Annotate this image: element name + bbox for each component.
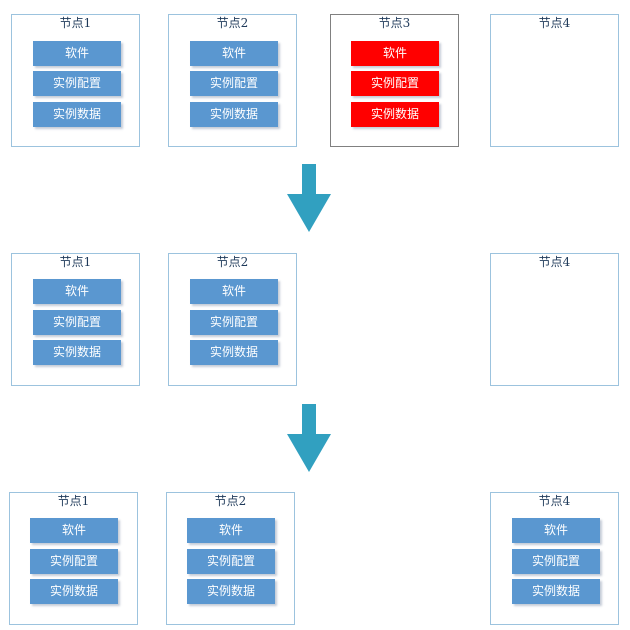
instance-config-block: 实例配置 [33, 310, 121, 335]
instance-config-block: 实例配置 [30, 549, 118, 574]
node-title: 节点1 [57, 494, 90, 508]
software-block-failed: 软件 [351, 41, 439, 66]
instance-data-block: 实例数据 [33, 340, 121, 365]
stage1-node2: 节点2 软件 实例配置 实例数据 [168, 14, 297, 147]
software-block: 软件 [33, 279, 121, 304]
node-title: 节点2 [216, 16, 249, 30]
node-title: 节点4 [538, 494, 571, 508]
instance-data-block: 实例数据 [33, 102, 121, 127]
instance-data-block: 实例数据 [30, 579, 118, 604]
software-block: 软件 [30, 518, 118, 543]
stage1-node1: 节点1 软件 实例配置 实例数据 [11, 14, 140, 147]
software-block: 软件 [187, 518, 275, 543]
arrow-down-shape [287, 404, 331, 472]
instance-config-block: 实例配置 [512, 549, 600, 574]
node-title: 节点3 [378, 16, 411, 30]
software-block: 软件 [190, 41, 278, 66]
node-title: 节点1 [59, 255, 92, 269]
node-title: 节点2 [214, 494, 247, 508]
stage1-node4-empty: 节点4 [490, 14, 619, 147]
stage3-node1: 节点1 软件 实例配置 实例数据 [9, 492, 138, 625]
node-title: 节点4 [538, 255, 571, 269]
stage3-node4: 节点4 软件 实例配置 实例数据 [490, 492, 619, 625]
instance-data-block: 实例数据 [190, 102, 278, 127]
instance-config-block-failed: 实例配置 [351, 71, 439, 96]
instance-data-block: 实例数据 [187, 579, 275, 604]
stage2-node4-empty: 节点4 [490, 253, 619, 386]
stage2-node2: 节点2 软件 实例配置 实例数据 [168, 253, 297, 386]
instance-data-block: 实例数据 [512, 579, 600, 604]
software-block: 软件 [512, 518, 600, 543]
software-block: 软件 [33, 41, 121, 66]
arrow-down-icon [287, 164, 331, 232]
software-block: 软件 [190, 279, 278, 304]
instance-config-block: 实例配置 [33, 71, 121, 96]
node-title: 节点2 [216, 255, 249, 269]
instance-data-block-failed: 实例数据 [351, 102, 439, 127]
arrow-down-shape [287, 164, 331, 232]
node-title: 节点1 [59, 16, 92, 30]
instance-data-block: 实例数据 [190, 340, 278, 365]
instance-config-block: 实例配置 [190, 71, 278, 96]
arrow-down-icon [287, 404, 331, 472]
stage1-node3-failed: 节点3 软件 实例配置 实例数据 [330, 14, 459, 147]
instance-config-block: 实例配置 [190, 310, 278, 335]
instance-config-block: 实例配置 [187, 549, 275, 574]
node-title: 节点4 [538, 16, 571, 30]
stage3-node2: 节点2 软件 实例配置 实例数据 [166, 492, 295, 625]
stage2-node1: 节点1 软件 实例配置 实例数据 [11, 253, 140, 386]
